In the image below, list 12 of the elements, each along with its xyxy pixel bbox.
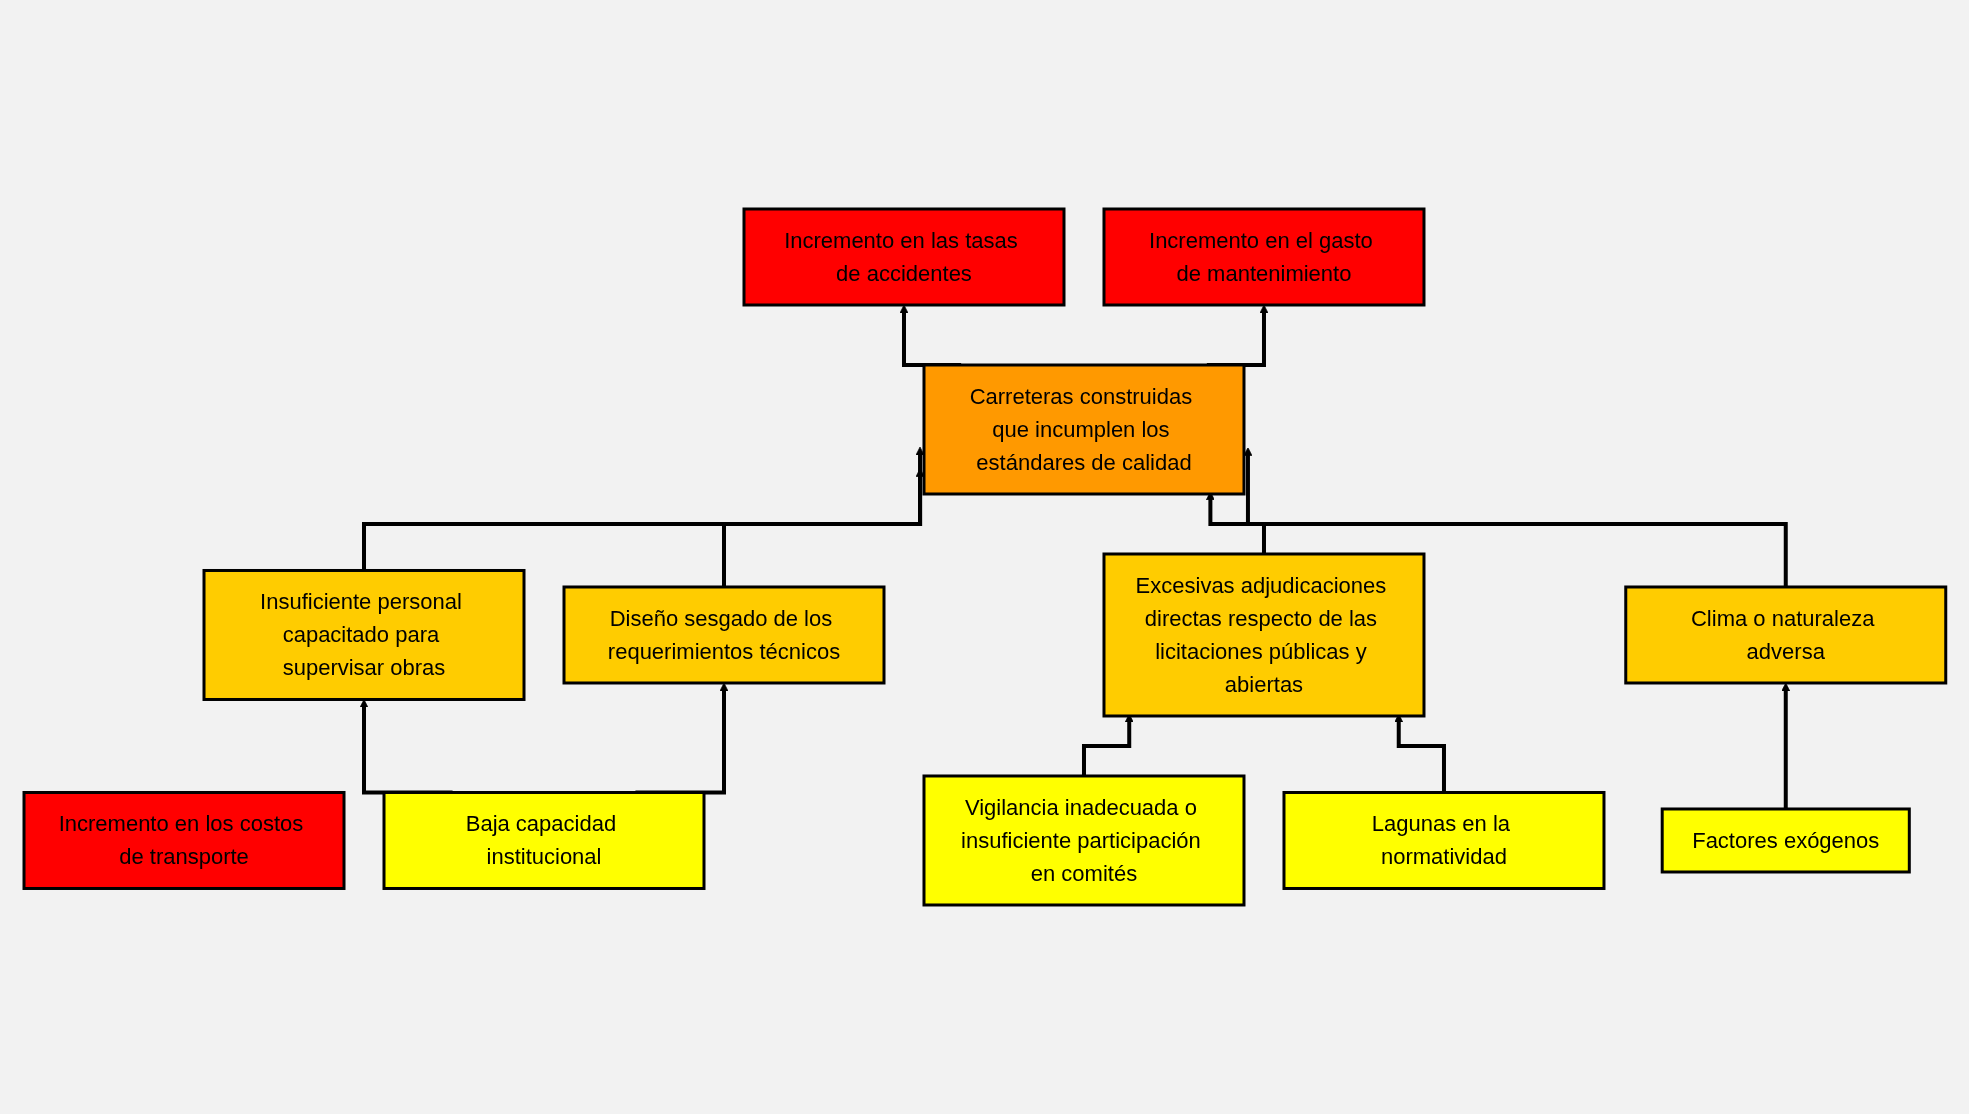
node-box: Insuficiente personal capacitado para supervisar obras xyxy=(202,569,526,701)
node-box: Lagunas en la normatividad xyxy=(1282,791,1606,890)
node-box: Incremento en los costos de transporte xyxy=(22,791,346,890)
node-box: Baja capacidad institucional xyxy=(382,791,706,890)
node-box: Factores exógenos xyxy=(1660,807,1911,874)
node-box: Incremento en el gasto de mantenimiento xyxy=(1102,207,1426,307)
node-box: Clima o naturaleza adversa xyxy=(1623,585,1947,685)
node-box: Vigilancia inadecuada o insuficiente participación en comités xyxy=(922,774,1246,907)
node-box: Carreteras construidas que incumplen los estándares de calidad xyxy=(922,363,1246,496)
node-box: Incremento en las tasas de accidentes xyxy=(742,207,1066,307)
node-box: Diseño sesgado de los requerimientos técnicos xyxy=(562,585,886,685)
node-box: Excesivas adjudicaciones directas respecto de las licitaciones públicas y abiertas xyxy=(1102,552,1426,718)
